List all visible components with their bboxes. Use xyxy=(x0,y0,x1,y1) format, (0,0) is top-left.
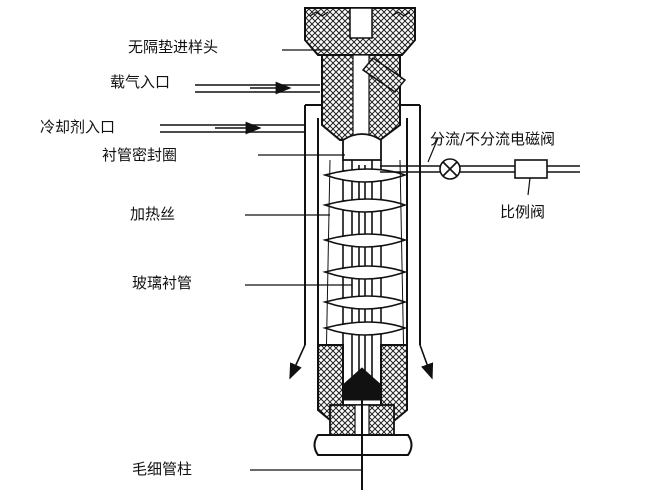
coolant-line xyxy=(160,121,305,135)
leader-lines xyxy=(245,49,531,471)
label-glass-liner: 玻璃衬管 xyxy=(132,274,193,292)
label-carrier-gas-inlet: 载气入口 xyxy=(110,73,171,91)
label-proportional-valve: 比例阀 xyxy=(500,203,546,221)
label-split-splitless-valve: 分流/不分流电磁阀 xyxy=(430,130,556,148)
coolant-jacket xyxy=(304,104,421,345)
label-septumless-inlet-head: 无隔垫进样头 xyxy=(128,38,219,56)
label-liner-seal-ring: 衬管密封圈 xyxy=(102,146,178,164)
split-line xyxy=(380,158,580,180)
inlet-body-upper xyxy=(321,54,407,151)
label-coolant-inlet: 冷却剂入口 xyxy=(40,118,116,136)
label-capillary-column: 毛细管柱 xyxy=(132,460,193,478)
liner-seal xyxy=(342,133,382,161)
carrier-gas-line xyxy=(195,81,320,95)
label-heating-wire: 加热丝 xyxy=(130,205,176,223)
vent-arrows xyxy=(289,344,434,380)
heating-coil xyxy=(322,159,408,371)
inlet-head xyxy=(304,7,416,56)
